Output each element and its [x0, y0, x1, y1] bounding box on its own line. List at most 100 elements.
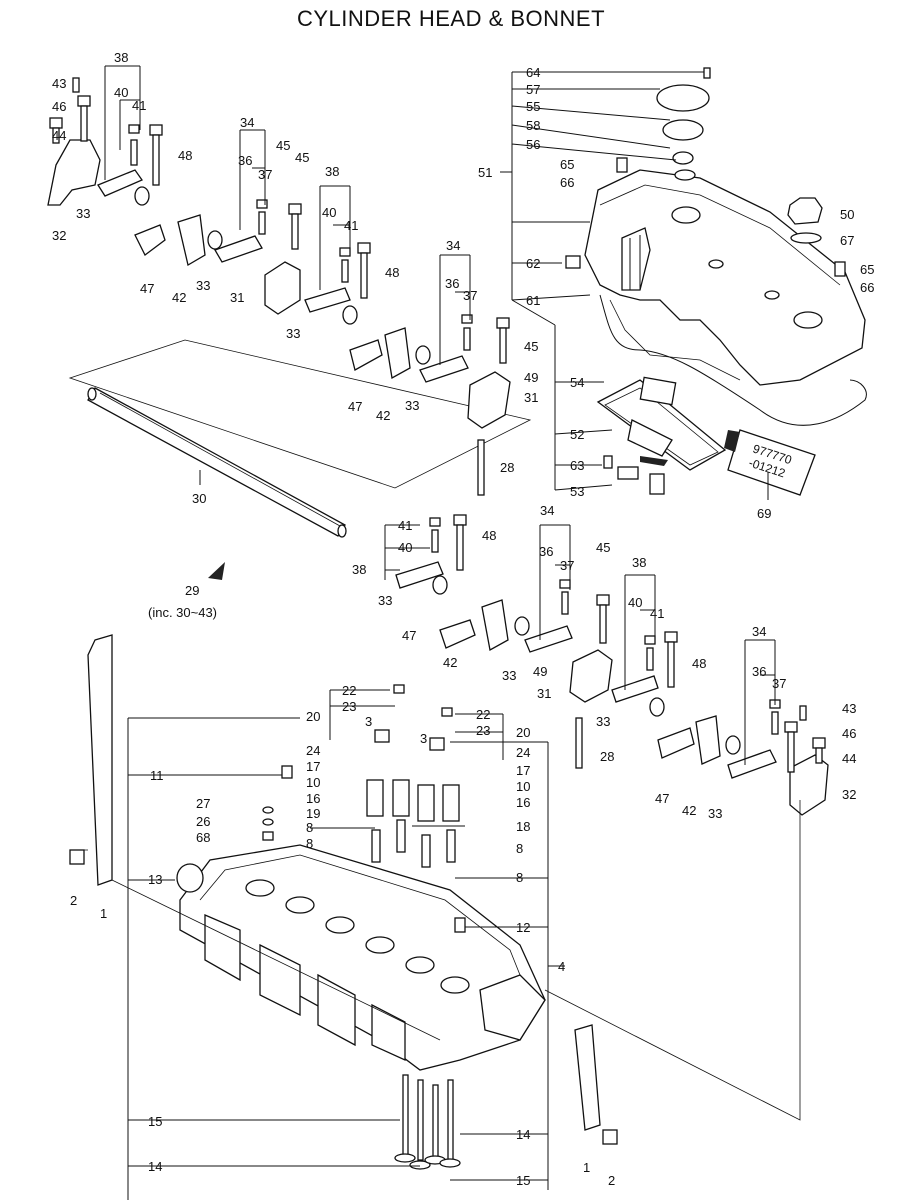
label-41: 41 — [650, 606, 664, 621]
engine-hanger — [574, 1024, 601, 1131]
page-title: CYLINDER HEAD & BONNET — [296, 6, 606, 31]
label-28: 28 — [500, 460, 514, 475]
push-rod — [477, 439, 485, 496]
label-48: 48 — [385, 265, 399, 280]
label-31: 31 — [230, 290, 244, 305]
label-42: 42 — [682, 803, 696, 818]
label-37: 37 — [560, 558, 574, 573]
label-28: 28 — [600, 749, 614, 764]
label-24: 24 — [306, 743, 320, 758]
label-32: 32 — [842, 787, 856, 802]
label-17: 17 — [306, 759, 320, 774]
label-69: 69 — [757, 506, 771, 521]
label-47: 47 — [655, 791, 669, 806]
cover-plate — [656, 84, 710, 112]
label-45: 45 — [276, 138, 290, 153]
label-38: 38 — [114, 50, 128, 65]
direction-arrow — [208, 562, 225, 580]
assembly-note: (inc. 30~43) — [148, 605, 217, 620]
label-42: 42 — [172, 290, 186, 305]
valve-spring — [366, 779, 460, 822]
label-33: 33 — [596, 714, 610, 729]
bolt — [603, 455, 613, 469]
label-2: 2 — [70, 893, 77, 908]
label-11: 11 — [150, 768, 164, 783]
label-33: 33 — [378, 593, 392, 608]
label-42: 42 — [443, 655, 457, 670]
label-33: 33 — [708, 806, 722, 821]
label-36: 36 — [238, 153, 252, 168]
label-33: 33 — [76, 206, 90, 221]
label-14: 14 — [148, 1159, 162, 1174]
label-43: 43 — [842, 701, 856, 716]
label-56: 56 — [526, 137, 540, 152]
oil-filler-cap — [787, 197, 823, 225]
label-55: 55 — [526, 99, 540, 114]
label-41: 41 — [398, 518, 412, 533]
washer — [134, 186, 741, 755]
cylinder-head — [179, 844, 546, 1071]
label-58: 58 — [526, 118, 540, 133]
rocker-bracket — [47, 139, 829, 816]
breather-assembly — [596, 376, 727, 495]
label-20: 20 — [516, 725, 530, 740]
valve — [394, 1074, 461, 1170]
bonnet-cover — [584, 169, 866, 386]
engine-hanger — [87, 634, 113, 886]
label-22: 22 — [342, 683, 356, 698]
label-53: 53 — [570, 484, 584, 499]
label-33: 33 — [405, 398, 419, 413]
label-10: 10 — [306, 775, 320, 790]
sealant-tube: 977770 -01212 — [724, 429, 816, 496]
label-23: 23 — [342, 699, 356, 714]
bolt — [834, 261, 846, 277]
label-16: 16 — [516, 795, 530, 810]
label-41: 41 — [344, 218, 358, 233]
adjusting-screw — [72, 77, 807, 735]
label-50: 50 — [840, 207, 854, 222]
label-33: 33 — [502, 668, 516, 683]
bolt — [49, 95, 826, 773]
label-68: 68 — [196, 830, 210, 845]
label-19: 19 — [306, 806, 320, 821]
hanger-bolt — [602, 1129, 618, 1145]
label-49: 49 — [533, 664, 547, 679]
label-48: 48 — [692, 656, 706, 671]
label-46: 46 — [52, 99, 66, 114]
label-38: 38 — [352, 562, 366, 577]
label-34: 34 — [446, 238, 460, 253]
label-45: 45 — [295, 150, 309, 165]
label-38: 38 — [632, 555, 646, 570]
valve-guide — [371, 819, 456, 868]
label-2: 2 — [608, 1173, 615, 1188]
label-16: 16 — [306, 791, 320, 806]
label-3: 3 — [420, 731, 427, 746]
seal — [262, 806, 274, 814]
rocker-support — [134, 214, 721, 765]
seal — [262, 831, 274, 841]
label-31: 31 — [524, 390, 538, 405]
label-45: 45 — [524, 339, 538, 354]
stud — [281, 765, 293, 779]
plug — [565, 255, 581, 269]
label-48: 48 — [482, 528, 496, 543]
label-36: 36 — [752, 664, 766, 679]
seal-plug — [176, 863, 204, 893]
label-65: 65 — [860, 262, 874, 277]
bonnet-gasket — [599, 294, 867, 426]
label-3: 3 — [365, 714, 372, 729]
label-43: 43 — [52, 76, 66, 91]
label-15: 15 — [516, 1173, 530, 1188]
seal — [262, 818, 274, 826]
label-37: 37 — [463, 288, 477, 303]
label-48: 48 — [178, 148, 192, 163]
label-57: 57 — [526, 82, 540, 97]
label-34: 34 — [540, 503, 554, 518]
label-30: 30 — [192, 491, 206, 506]
label-13: 13 — [148, 872, 162, 887]
label-44: 44 — [842, 751, 856, 766]
label-49: 49 — [524, 370, 538, 385]
label-22: 22 — [476, 707, 490, 722]
label-23: 23 — [476, 723, 490, 738]
